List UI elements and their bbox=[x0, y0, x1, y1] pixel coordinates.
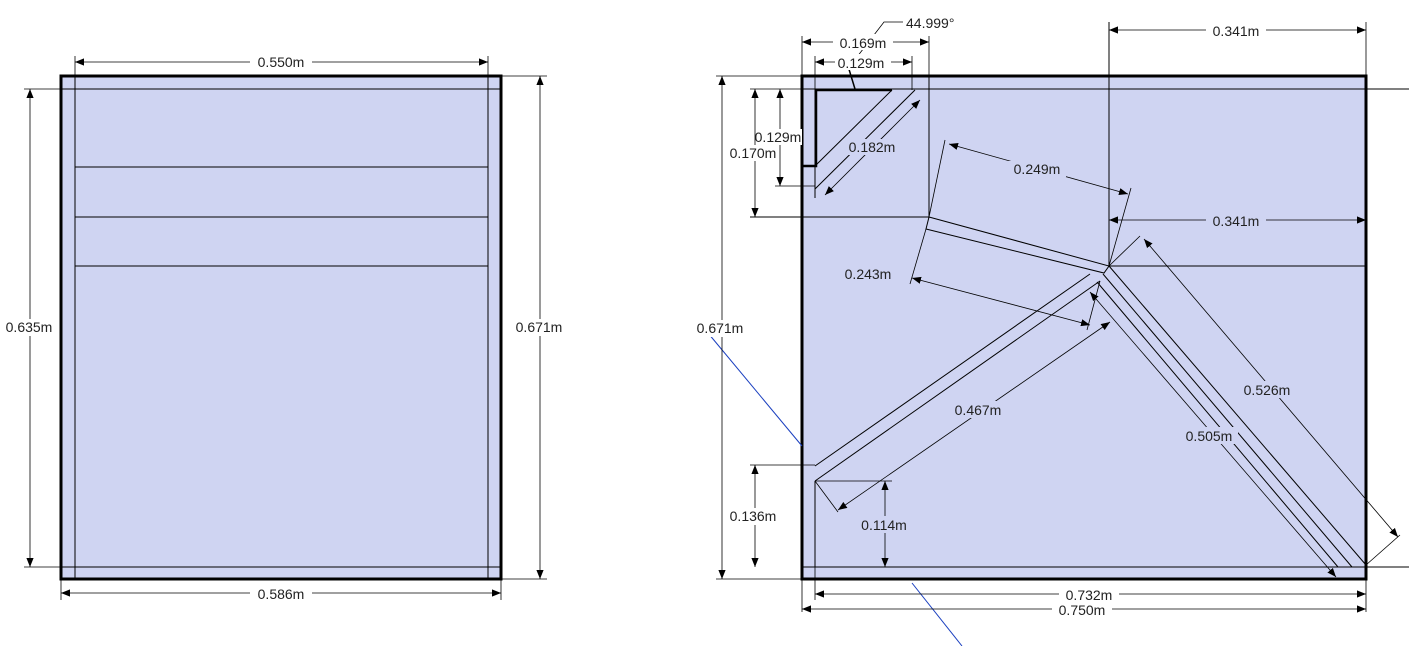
angle-leader bbox=[849, 21, 903, 67]
dim-label-vert-b: 0.170m bbox=[730, 145, 777, 161]
left-panel: 0.550m 0.586m 0.635m 0.671m bbox=[1, 54, 567, 602]
right-panel: 44.999° 0.169m 0.129m 0.341m 0.129m 0.17… bbox=[692, 15, 1409, 646]
dim-label-left-height: 0.635m bbox=[6, 319, 53, 335]
dim-label-vert-a: 0.129m bbox=[755, 129, 802, 145]
dim-label-bottom-b: 0.750m bbox=[1059, 602, 1106, 618]
blue-guide-line-bottom bbox=[911, 582, 963, 646]
dim-label-top-b: 0.129m bbox=[838, 55, 885, 71]
dim-label-top-width: 0.550m bbox=[258, 54, 305, 70]
top-left-bracket bbox=[802, 88, 892, 168]
dim-label-diag-right-outer: 0.526m bbox=[1244, 382, 1291, 398]
left-panel-face bbox=[61, 76, 501, 579]
dim-label-slant-b: 0.243m bbox=[845, 266, 892, 282]
dim-label-mid-right: 0.341m bbox=[1213, 213, 1260, 229]
left-panel-outline bbox=[59, 74, 503, 581]
dim-label-bottom-width: 0.586m bbox=[258, 586, 305, 602]
dim-label-diag-long: 0.467m bbox=[955, 402, 1002, 418]
dim-label-height: 0.671m bbox=[697, 320, 744, 336]
dim-label-bottom-left: 0.136m bbox=[730, 508, 777, 524]
dim-label-top-right: 0.341m bbox=[1213, 23, 1260, 39]
upper-slant-board bbox=[925, 216, 1110, 274]
dim-label-bottom-inner: 0.114m bbox=[861, 517, 907, 533]
dim-label-slant-a: 0.249m bbox=[1014, 161, 1061, 177]
dim-line-slant-b bbox=[911, 276, 1091, 327]
dim-label-diag-right-inner: 0.505m bbox=[1186, 428, 1233, 444]
dim-label-diag-small: 0.182m bbox=[849, 139, 896, 155]
dim-label-bottom-a: 0.732m bbox=[1066, 587, 1113, 603]
dim-label-top-a: 0.169m bbox=[840, 35, 887, 51]
dim-label-angle: 44.999° bbox=[906, 15, 954, 31]
dim-label-right-height: 0.671m bbox=[516, 319, 563, 335]
